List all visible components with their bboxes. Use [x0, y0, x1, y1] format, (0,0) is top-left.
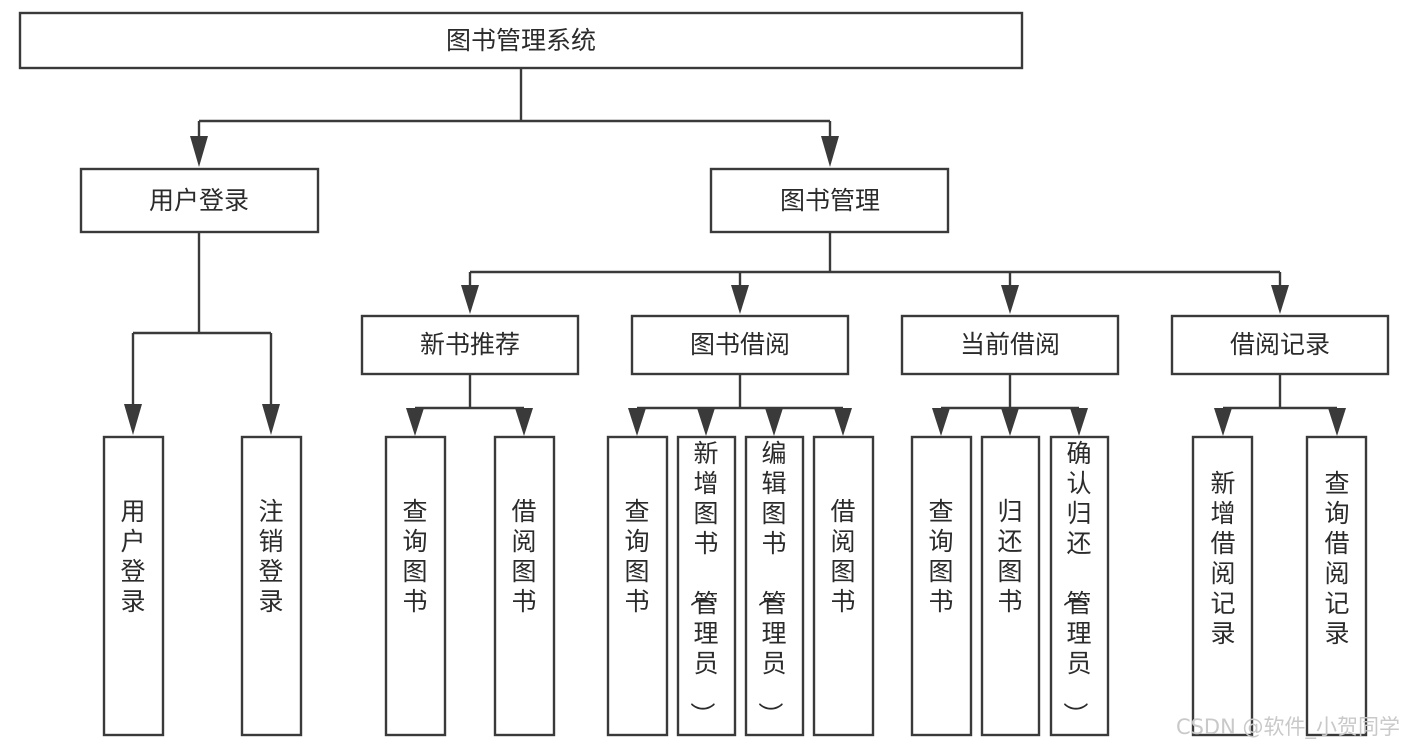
node-leaf-borrow-book-1-label: 借阅图书: [511, 497, 536, 616]
arrow-to-new-book-recommend: [461, 285, 479, 314]
node-borrow-record-label: 借阅记录: [1230, 330, 1330, 359]
node-leaf-user-login-box[interactable]: [102, 435, 165, 737]
node-root-box[interactable]: [18, 11, 1024, 70]
node-leaf-return-book[interactable]: 归还图书: [980, 435, 1041, 737]
node-leaf-query-book-3-label: 查询图书: [928, 497, 953, 616]
node-leaf-add-record[interactable]: 新增借阅记录: [1191, 435, 1254, 737]
node-leaf-query-book-3-box[interactable]: [910, 435, 973, 737]
arrow-to-user-login: [190, 136, 208, 167]
node-leaf-query-book-2[interactable]: 查询图书: [606, 435, 669, 737]
node-leaf-add-record-box[interactable]: [1191, 435, 1254, 737]
node-leaf-edit-book-label: 编辑图书（管理员）: [755, 439, 786, 727]
arrow-leaf-borrow-book-2: [834, 408, 852, 436]
node-current-borrow-label: 当前借阅: [960, 330, 1060, 359]
node-book-borrow-label: 图书借阅: [690, 330, 790, 359]
node-new-book-recommend-label: 新书推荐: [420, 330, 520, 359]
node-borrow-record-box[interactable]: [1170, 314, 1390, 376]
node-book-manage-box[interactable]: [709, 167, 950, 234]
arrow-leaf-query-record: [1328, 408, 1346, 436]
node-leaf-user-login[interactable]: 用户登录: [102, 435, 165, 737]
arrow-leaf-add-record: [1214, 408, 1232, 436]
node-book-manage[interactable]: 图书管理: [709, 167, 950, 234]
node-leaf-query-record[interactable]: 查询借阅记录: [1305, 435, 1368, 737]
node-borrow-record[interactable]: 借阅记录: [1170, 314, 1390, 376]
node-leaf-add-book-label: 新增图书（管理员）: [687, 439, 718, 727]
node-leaf-borrow-book-2-label: 借阅图书: [830, 497, 855, 616]
node-leaf-return-book-label: 归还图书: [997, 497, 1022, 616]
node-leaf-confirm-return[interactable]: 确认归还（管理员）: [1049, 435, 1110, 737]
node-leaf-add-record-label: 新增借阅记录: [1210, 469, 1235, 648]
node-leaf-borrow-book-1-box[interactable]: [493, 435, 556, 737]
node-leaf-confirm-return-box[interactable]: [1049, 435, 1110, 737]
node-leaf-query-record-label: 查询借阅记录: [1324, 469, 1349, 648]
node-leaf-logout-login-box[interactable]: [240, 435, 303, 737]
arrow-leaf-confirm-return: [1070, 408, 1088, 436]
node-user-login-label: 用户登录: [149, 186, 249, 215]
arrow-leaf-logout-login: [262, 404, 280, 435]
node-current-borrow-box[interactable]: [900, 314, 1120, 376]
node-leaf-query-book-3[interactable]: 查询图书: [910, 435, 973, 737]
node-new-book-recommend[interactable]: 新书推荐: [360, 314, 580, 376]
node-root[interactable]: 图书管理系统: [18, 11, 1024, 70]
node-leaf-add-book[interactable]: 新增图书（管理员）: [676, 435, 737, 737]
node-book-manage-label: 图书管理: [780, 186, 880, 215]
node-leaf-confirm-return-label: 确认归还（管理员）: [1060, 439, 1091, 727]
arrow-to-borrow-record: [1271, 285, 1289, 314]
node-leaf-logout-login[interactable]: 注销登录: [240, 435, 303, 737]
node-leaf-edit-book-box[interactable]: [744, 435, 805, 737]
node-leaf-user-login-label: 用户登录: [120, 497, 145, 616]
arrow-leaf-return-book: [1001, 408, 1019, 436]
node-leaf-query-book-2-label: 查询图书: [624, 497, 649, 616]
node-user-login[interactable]: 用户登录: [79, 167, 320, 234]
node-user-login-box[interactable]: [79, 167, 320, 234]
arrow-to-book-manage: [821, 136, 839, 167]
node-leaf-return-book-box[interactable]: [980, 435, 1041, 737]
node-current-borrow[interactable]: 当前借阅: [900, 314, 1120, 376]
arrow-to-book-borrow: [731, 285, 749, 314]
node-leaf-query-book-1[interactable]: 查询图书: [384, 435, 447, 737]
arrow-leaf-edit-book: [765, 408, 783, 436]
arrow-leaf-query-book-2: [628, 408, 646, 436]
node-leaf-query-book-2-box[interactable]: [606, 435, 669, 737]
node-leaf-borrow-book-2[interactable]: 借阅图书: [812, 435, 875, 737]
node-book-borrow[interactable]: 图书借阅: [630, 314, 850, 376]
node-leaf-query-book-1-label: 查询图书: [402, 497, 427, 616]
arrow-to-current-borrow: [1001, 285, 1019, 314]
arrow-leaf-borrow-book-1: [515, 408, 533, 436]
node-leaf-logout-login-label: 注销登录: [258, 497, 283, 616]
edge-layer: [124, 68, 1346, 436]
node-leaf-edit-book[interactable]: 编辑图书（管理员）: [744, 435, 805, 737]
arrow-leaf-user-login: [124, 404, 142, 435]
node-new-book-recommend-box[interactable]: [360, 314, 580, 376]
node-book-borrow-box[interactable]: [630, 314, 850, 376]
arrow-leaf-query-book-3: [932, 408, 950, 436]
node-root-label: 图书管理系统: [446, 26, 596, 55]
node-leaf-query-record-box[interactable]: [1305, 435, 1368, 737]
csdn-watermark: CSDN @软件_小贺同学: [1176, 715, 1400, 740]
node-leaf-add-book-box[interactable]: [676, 435, 737, 737]
arrow-leaf-add-book: [697, 408, 715, 436]
arrow-leaf-query-book-1: [406, 408, 424, 436]
node-leaf-borrow-book-2-box[interactable]: [812, 435, 875, 737]
node-leaf-query-book-1-box[interactable]: [384, 435, 447, 737]
node-leaf-borrow-book-1[interactable]: 借阅图书: [493, 435, 556, 737]
